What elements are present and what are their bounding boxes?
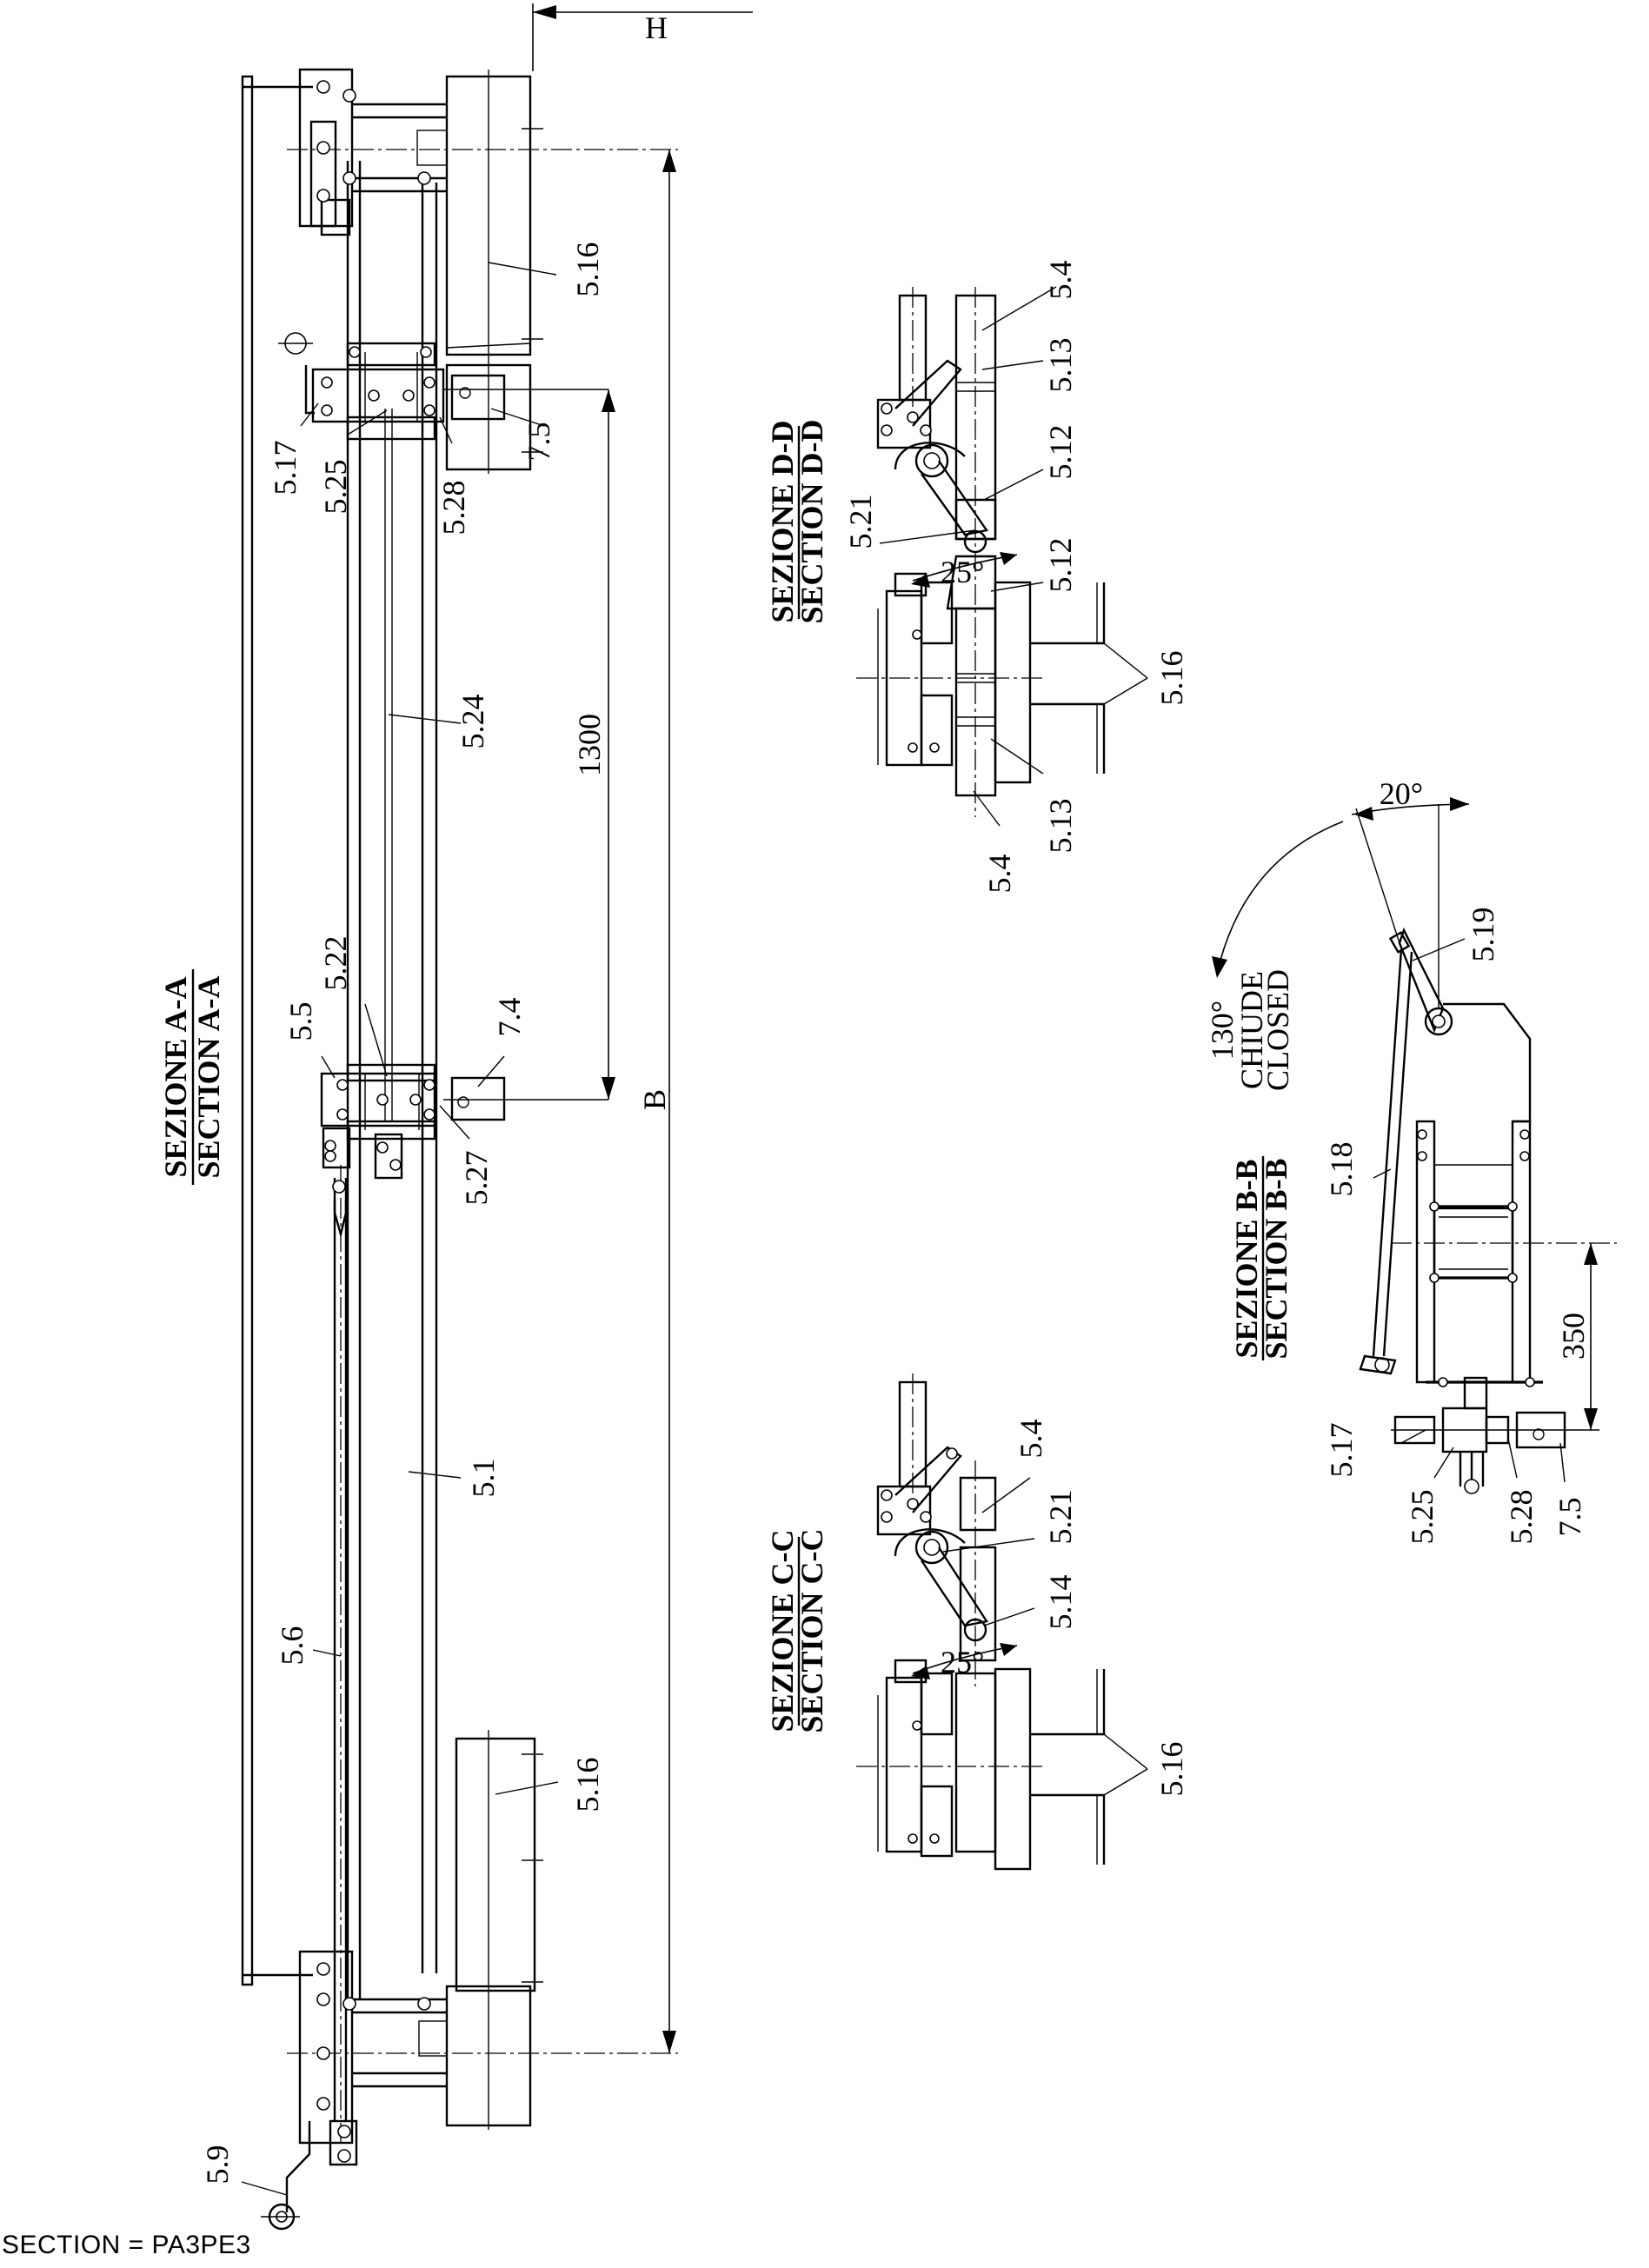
bb-closed-label: CLOSED	[1260, 969, 1295, 1091]
callout-dd-5-4-bot: 5.4	[982, 855, 1017, 894]
callout-aa-5-28: 5.28	[436, 481, 471, 535]
callout-aa-5-16-top: 5.16	[570, 243, 605, 297]
callout-dd-5-13-top: 5.13	[1043, 338, 1078, 393]
callout-bb-5-19: 5.19	[1466, 908, 1500, 962]
callout-aa-5-16-bot: 5.16	[570, 1758, 605, 1812]
callout-cc-5-16: 5.16	[1154, 1742, 1189, 1797]
callout-aa-5-1: 5.1	[466, 1459, 501, 1498]
callout-bb-7-5: 7.5	[1553, 1498, 1587, 1537]
callout-aa-7-5: 7.5	[522, 422, 556, 462]
dimension-h-label: H	[645, 10, 668, 45]
callout-bb-5-28: 5.28	[1504, 1490, 1539, 1545]
callout-bb-5-18: 5.18	[1324, 1142, 1359, 1197]
section-aa-title-it: SEZIONE A-A	[158, 976, 193, 1177]
callout-aa-5-27: 5.27	[459, 1151, 494, 1206]
section-cc-title-en: SECTION C-C	[795, 1528, 829, 1733]
callout-aa-5-6: 5.6	[275, 1626, 309, 1666]
section-bb-title-en: SECTION B-B	[1259, 1158, 1293, 1359]
bb-angle-130: 130°	[1205, 1001, 1240, 1060]
callout-dd-5-12-b: 5.12	[1043, 538, 1078, 593]
section-bb-title: SEZIONE B-B SECTION B-B	[1229, 1156, 1293, 1360]
callout-aa-5-9: 5.9	[200, 2145, 235, 2185]
section-dd-title-it: SEZIONE D-D	[765, 420, 800, 622]
section-cc-view	[856, 1373, 1148, 1871]
callout-aa-5-17: 5.17	[268, 441, 303, 496]
bb-chiude-label: CHIUDE	[1234, 971, 1269, 1089]
callout-aa-5-24: 5.24	[455, 695, 490, 749]
callout-bb-5-25: 5.25	[1405, 1490, 1440, 1545]
callout-aa-5-25: 5.25	[318, 460, 353, 515]
callout-aa-5-22: 5.22	[318, 936, 353, 991]
section-aa-title-en: SECTION A-A	[191, 975, 226, 1178]
callout-cc-5-4: 5.4	[1014, 1420, 1048, 1459]
callout-cc-5-21: 5.21	[1043, 1490, 1078, 1545]
section-cc-title: SEZIONE C-C SECTION C-C	[765, 1528, 829, 1733]
section-bb-view	[1212, 797, 1617, 1494]
section-aa-view	[241, 3, 753, 2231]
callout-dd-5-13-bot: 5.13	[1043, 799, 1078, 854]
callout-dd-5-4-top: 5.4	[1043, 261, 1078, 300]
cc-angle-25: 25°	[941, 1645, 984, 1679]
section-footer-label: SECTION = PA3PE3	[2, 2231, 251, 2259]
callout-aa-5-5: 5.5	[283, 1002, 318, 1041]
callout-aa-7-4: 7.4	[492, 998, 527, 1037]
callout-bb-5-17: 5.17	[1324, 1423, 1359, 1478]
dimension-1300-label: 1300	[572, 714, 607, 776]
callout-dd-5-16: 5.16	[1154, 651, 1189, 706]
dimension-b-label: B	[637, 1089, 672, 1110]
callout-dd-5-12-a: 5.12	[1043, 425, 1078, 480]
section-aa-title: SEZIONE A-A SECTION A-A	[158, 969, 226, 1185]
dd-angle-25: 25°	[941, 555, 984, 589]
section-dd-title: SEZIONE D-D SECTION D-D	[765, 419, 829, 623]
section-dd-title-en: SECTION D-D	[795, 419, 829, 623]
bb-angle-20: 20°	[1380, 776, 1423, 811]
callout-cc-5-14: 5.14	[1043, 1575, 1078, 1630]
section-bb-title-it: SEZIONE B-B	[1229, 1159, 1264, 1358]
section-cc-title-it: SEZIONE C-C	[765, 1529, 800, 1732]
section-dd-view	[856, 286, 1148, 827]
dimension-350-label: 350	[1556, 1313, 1591, 1360]
callout-dd-5-21: 5.21	[843, 495, 878, 549]
